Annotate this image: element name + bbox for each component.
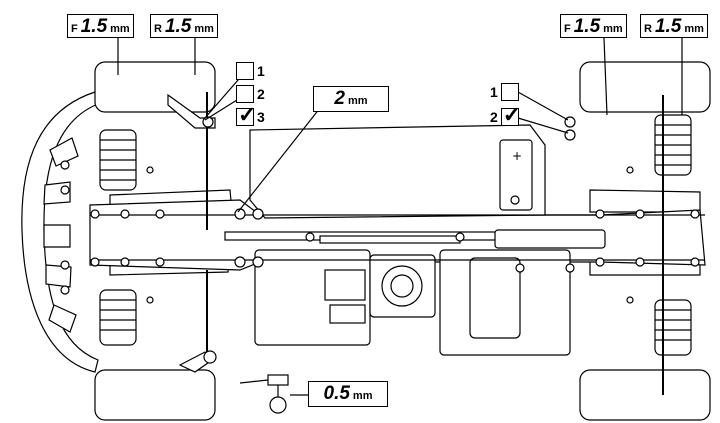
left-option-2: 2 bbox=[236, 85, 268, 103]
ballstud-detail bbox=[239, 374, 289, 414]
checkbox bbox=[500, 83, 519, 101]
checkbox bbox=[236, 62, 254, 80]
side-letter: R bbox=[644, 23, 652, 35]
wheel-rear-right-bottom bbox=[579, 369, 711, 421]
option-number: 2 bbox=[490, 109, 498, 125]
svg-text:+: + bbox=[512, 149, 522, 163]
wheel-front-left-top bbox=[94, 61, 216, 113]
checkbox: ✓ bbox=[500, 103, 521, 127]
unit: mm bbox=[684, 23, 704, 35]
front-bumper bbox=[21, 91, 99, 373]
option-number: 1 bbox=[490, 84, 498, 100]
shock-left-top bbox=[99, 129, 137, 191]
option-number: 2 bbox=[257, 86, 265, 102]
value: 1.5 bbox=[654, 16, 682, 37]
side-letter: F bbox=[71, 23, 78, 35]
option-number: 1 bbox=[257, 63, 265, 79]
unit: mm bbox=[352, 390, 373, 402]
ballstud-bottom-left bbox=[178, 350, 217, 373]
wheel-rear-right-top bbox=[579, 61, 711, 113]
unit: mm bbox=[194, 23, 214, 35]
spur-gear bbox=[494, 229, 606, 249]
right-option-1: 1 bbox=[487, 83, 519, 101]
side-letter: R bbox=[154, 23, 162, 35]
rear-arm-top bbox=[589, 189, 701, 213]
battery-holder bbox=[499, 139, 533, 211]
value: 2 bbox=[334, 88, 345, 109]
unit: mm bbox=[110, 23, 130, 35]
bolt-heads bbox=[60, 160, 700, 304]
check-mark-icon: ✓ bbox=[502, 102, 522, 127]
value: 1.5 bbox=[80, 16, 108, 37]
side-letter: F bbox=[564, 23, 571, 35]
left-option-3: ✓3 bbox=[236, 103, 268, 127]
unit: mm bbox=[348, 95, 368, 107]
shock-left-bottom bbox=[99, 289, 137, 346]
left-option-1: 1 bbox=[236, 62, 268, 80]
checkbox bbox=[236, 85, 254, 103]
checkbox: ✓ bbox=[236, 103, 256, 127]
wheel-front-left-bottom bbox=[94, 369, 216, 421]
value: 1.5 bbox=[573, 16, 601, 37]
steering-rack bbox=[319, 235, 461, 244]
option-number: 3 bbox=[257, 109, 265, 125]
shock-right-top bbox=[654, 114, 692, 176]
unit: mm bbox=[603, 23, 623, 35]
shock-right-bottom bbox=[654, 299, 692, 356]
right-option-2: 2✓ bbox=[487, 103, 521, 127]
camber-link-top-right bbox=[564, 116, 576, 141]
value: 0.5 bbox=[323, 383, 350, 404]
leader-lines bbox=[117, 37, 683, 396]
check-mark-icon: ✓ bbox=[238, 102, 257, 127]
value: 1.5 bbox=[164, 16, 192, 37]
